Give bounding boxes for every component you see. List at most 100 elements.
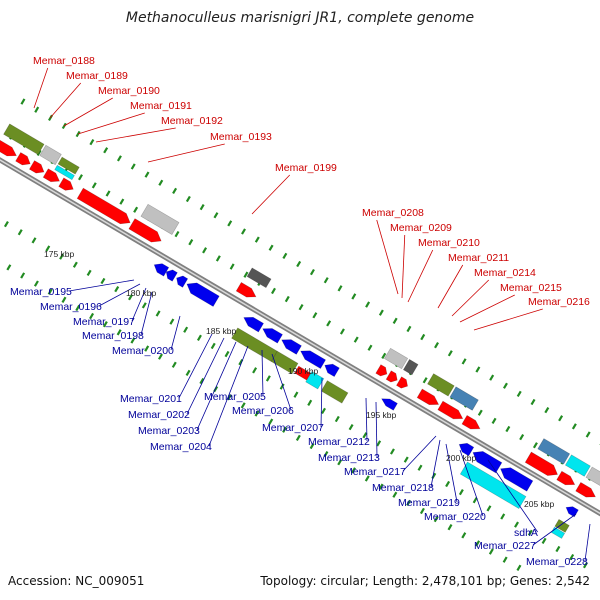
label-memar-0210[interactable]: Memar_0210	[418, 237, 480, 249]
gene-feature-43[interactable]	[564, 504, 579, 518]
gene-feature-22[interactable]	[246, 267, 272, 289]
label-memar-0202[interactable]: Memar_0202	[128, 409, 190, 421]
gene-feature-30[interactable]	[152, 260, 170, 277]
label-memar-0199[interactable]: Memar_0199	[275, 162, 337, 174]
gene-feature-18[interactable]	[39, 144, 62, 166]
label-memar-0196[interactable]: Memar_0196	[40, 301, 102, 313]
gene-feature-10[interactable]	[396, 376, 410, 391]
gene-feature-29[interactable]	[585, 466, 600, 489]
guide-tick	[133, 206, 139, 213]
leader-memar-0193	[147, 143, 225, 163]
guide-tick	[17, 229, 23, 236]
label-memar-0193[interactable]: Memar_0193	[210, 131, 272, 143]
gene-feature-1[interactable]	[15, 152, 33, 168]
label-memar-0197[interactable]: Memar_0197	[73, 316, 135, 328]
gene-feature-21[interactable]	[140, 203, 180, 235]
label-memar-0215[interactable]: Memar_0215	[500, 282, 562, 294]
gene-feature-3[interactable]	[42, 168, 62, 186]
guide-tick	[89, 139, 95, 146]
label-memar-0195[interactable]: Memar_0195	[10, 286, 72, 298]
gene-feature-32[interactable]	[174, 274, 189, 288]
label-memar-0201[interactable]: Memar_0201	[120, 393, 182, 405]
gene-feature-33[interactable]	[184, 279, 220, 307]
label-memar-0217[interactable]: Memar_0217	[344, 466, 406, 478]
label-memar-0211[interactable]: Memar_0211	[448, 252, 509, 264]
guide-tick	[20, 98, 26, 105]
gene-feature-50[interactable]	[554, 518, 570, 533]
gene-feature-17[interactable]	[3, 123, 45, 155]
gene-feature-44[interactable]	[231, 327, 278, 362]
label-memar-0189[interactable]: Memar_0189	[66, 70, 128, 82]
label-memar-0204[interactable]: Memar_0204	[150, 441, 212, 453]
label-memar-0219[interactable]: Memar_0219	[398, 497, 460, 509]
label-memar-0190[interactable]: Memar_0190	[98, 85, 160, 97]
gene-feature-37[interactable]	[298, 347, 327, 369]
gene-feature-19[interactable]	[57, 156, 80, 175]
gene-feature-49[interactable]	[459, 461, 527, 509]
gene-feature-9[interactable]	[385, 370, 400, 385]
gene-feature-31[interactable]	[164, 268, 178, 282]
label-memar-0205[interactable]: Memar_0205	[204, 391, 266, 403]
gene-feature-25[interactable]	[427, 373, 455, 397]
leader-memar-0189	[49, 82, 82, 119]
label-memar-0228[interactable]: Memar_0228	[526, 556, 588, 568]
label-memar-0198[interactable]: Memar_0198	[82, 330, 144, 342]
gene-feature-24[interactable]	[402, 358, 419, 376]
gene-feature-12[interactable]	[437, 400, 465, 423]
guide-tick	[72, 261, 78, 268]
guide-tick	[365, 301, 371, 308]
gene-feature-26[interactable]	[449, 386, 479, 411]
label-memar-0191[interactable]: Memar_0191	[130, 100, 192, 112]
gene-feature-20[interactable]	[54, 164, 75, 181]
gene-feature-4[interactable]	[58, 177, 76, 194]
label-memar-0220[interactable]: Memar_0220	[424, 511, 486, 523]
label-memar-0209[interactable]: Memar_0209	[390, 222, 452, 234]
gene-feature-0[interactable]	[0, 139, 19, 160]
label-memar-0212[interactable]: Memar_0212	[308, 436, 370, 448]
guide-tick	[502, 382, 508, 389]
gene-feature-41[interactable]	[470, 447, 503, 474]
guide-tick	[541, 537, 547, 544]
gene-feature-36[interactable]	[279, 336, 302, 355]
label-memar-0214[interactable]: Memar_0214	[474, 267, 536, 279]
label-memar-0207[interactable]: Memar_0207	[262, 422, 324, 434]
label-memar-0188[interactable]: Memar_0188	[33, 55, 95, 67]
guide-tick	[378, 483, 384, 490]
label-memar-0218[interactable]: Memar_0218	[372, 482, 434, 494]
gene-feature-27[interactable]	[537, 438, 571, 465]
gene-feature-42[interactable]	[498, 464, 534, 492]
gene-feature-15[interactable]	[556, 470, 578, 489]
gene-feature-39[interactable]	[380, 395, 398, 411]
guide-tick	[458, 488, 464, 496]
gene-feature-35[interactable]	[260, 324, 283, 344]
label-memar-0216[interactable]: Memar_0216	[528, 296, 590, 308]
gene-feature-38[interactable]	[322, 361, 340, 378]
gene-feature-13[interactable]	[461, 414, 483, 433]
gene-feature-23[interactable]	[383, 347, 409, 370]
gene-feature-5[interactable]	[76, 187, 133, 228]
gene-feature-28[interactable]	[564, 454, 591, 477]
gene-feature-47[interactable]	[305, 371, 325, 390]
leader-memar-0190	[63, 97, 113, 127]
label-memar-0200[interactable]: Memar_0200	[112, 345, 174, 357]
gene-feature-48[interactable]	[320, 380, 349, 404]
label-sdha[interactable]: sdhA	[514, 527, 538, 539]
gene-feature-14[interactable]	[524, 451, 560, 480]
label-memar-0192[interactable]: Memar_0192	[161, 115, 223, 127]
guide-tick	[502, 556, 508, 563]
label-memar-0227[interactable]: Memar_0227	[474, 540, 536, 552]
label-memar-0203[interactable]: Memar_0203	[138, 425, 200, 437]
gene-feature-8[interactable]	[375, 364, 390, 379]
map-title: Methanoculleus marisnigri JR1, complete …	[126, 10, 474, 26]
gene-feature-2[interactable]	[28, 160, 46, 177]
gene-feature-16[interactable]	[575, 481, 598, 501]
label-memar-0206[interactable]: Memar_0206	[232, 405, 294, 417]
gene-feature-40[interactable]	[457, 440, 475, 457]
label-memar-0213[interactable]: Memar_0213	[318, 452, 380, 464]
gene-feature-7[interactable]	[235, 281, 258, 301]
label-memar-0208[interactable]: Memar_0208	[362, 207, 424, 219]
gene-feature-11[interactable]	[416, 388, 441, 409]
leader-memar-0195	[68, 279, 135, 292]
gene-feature-34[interactable]	[241, 313, 264, 333]
gene-feature-6[interactable]	[128, 218, 164, 247]
